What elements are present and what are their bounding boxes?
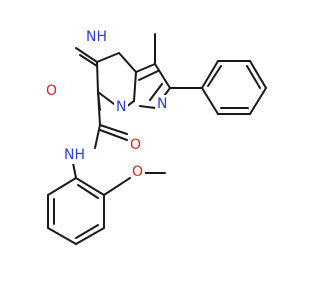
atom-nh-amide: NH xyxy=(64,147,85,163)
bond xyxy=(75,47,98,63)
bond xyxy=(103,177,131,196)
bond xyxy=(99,124,128,135)
atom-labels: NH O N N NH O O xyxy=(44,28,169,181)
bond xyxy=(75,177,105,196)
bond xyxy=(94,124,101,149)
bond xyxy=(97,91,101,126)
chemical-structure: NH O N N NH O O xyxy=(44,28,267,245)
bond xyxy=(246,65,261,89)
atom-nh-ring: NH xyxy=(86,29,107,45)
bond xyxy=(47,227,77,245)
bond xyxy=(154,63,171,89)
bond xyxy=(149,83,163,101)
bond xyxy=(79,54,98,67)
bond xyxy=(249,87,267,115)
atom-nitrogen-ring-1: N xyxy=(116,99,126,115)
atom-oxygen-methoxy: O xyxy=(132,164,143,180)
bond xyxy=(135,63,156,73)
bond xyxy=(75,224,99,239)
atom-nitrogen-ring-2: N xyxy=(157,96,167,112)
atom-oxygen-carbonyl-ring: O xyxy=(46,83,57,99)
bond xyxy=(207,65,222,87)
bond xyxy=(96,52,120,63)
bond xyxy=(201,87,219,115)
bond xyxy=(201,60,219,89)
bond xyxy=(139,105,156,109)
bond xyxy=(96,61,99,93)
bond xyxy=(138,70,159,81)
bond xyxy=(47,177,77,196)
bond xyxy=(77,184,99,199)
bond xyxy=(118,52,137,73)
bond xyxy=(133,71,137,102)
bond xyxy=(99,129,128,141)
bond xyxy=(75,227,105,245)
bonds xyxy=(47,33,267,245)
atom-oxygen-amide: O xyxy=(130,137,141,153)
bond xyxy=(249,60,267,89)
